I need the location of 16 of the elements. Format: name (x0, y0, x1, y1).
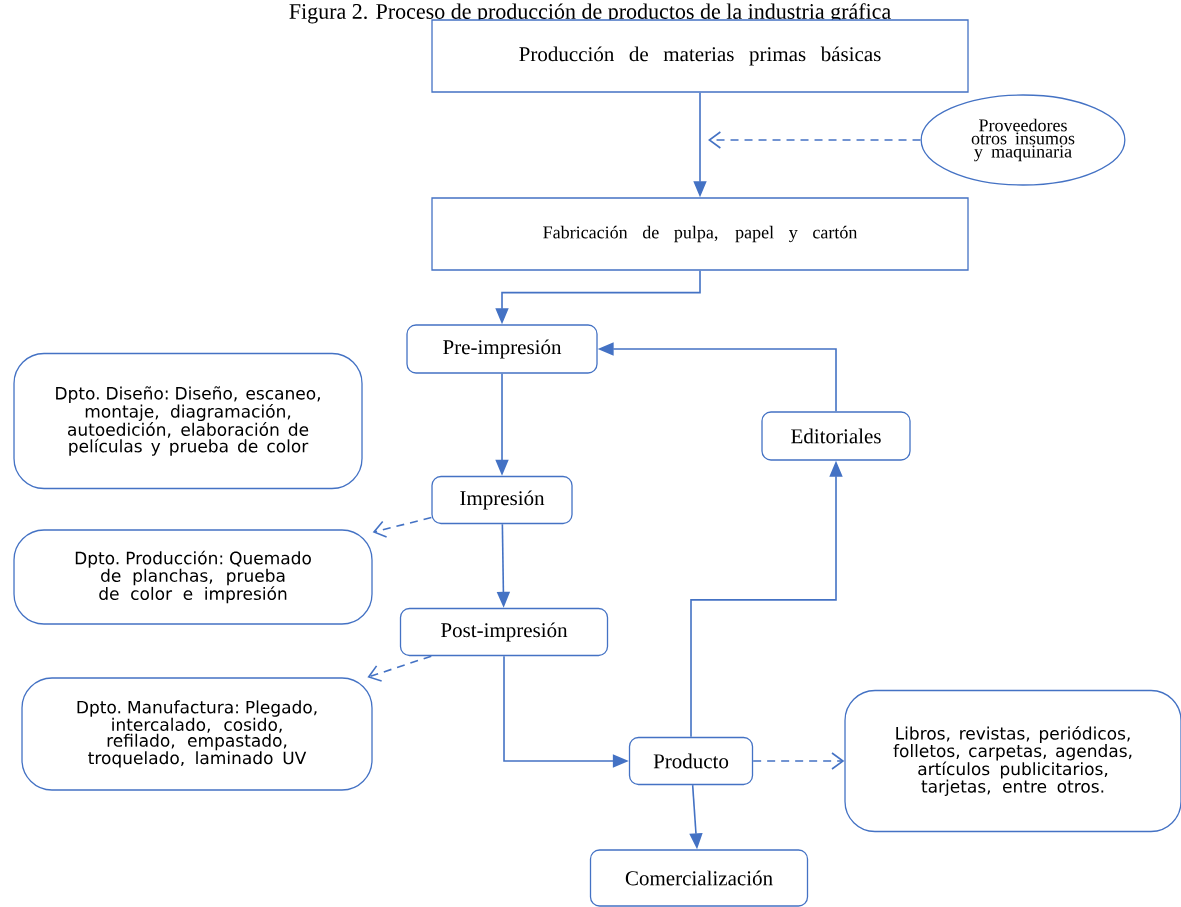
process-box: Impresión (431, 475, 573, 525)
arrow (372, 516, 433, 538)
arrow (367, 655, 433, 682)
description-box: Dpto. Diseño: Diseño, escaneo, montaje, diagramación, autoedición, elaboración de películas y prueba de color (13, 352, 363, 490)
description-box: Libros, revistas, periódicos, folletos, carpetas, agendas, artículos publicitarios, tarjetas, entre otros. (844, 689, 1181, 833)
process-box: Pre-impresión (406, 324, 598, 374)
process-box: Producto (628, 736, 754, 786)
process-box: Comercialización (589, 849, 809, 907)
description-box: Dpto. Manufactura: Plegado, intercalado, cosido, refilado, empastado, troquelado, laminado UV (21, 677, 373, 791)
arrow (708, 131, 922, 149)
process-box: Editoriales (761, 411, 911, 461)
description-box: Dpto. Producción: Quemado de planchas, prueba de color e impresión (13, 529, 373, 625)
process-box: Fabricación de pulpa, papel y cartón (431, 197, 969, 271)
process-box: Post-impresión (399, 607, 609, 657)
arrow (752, 752, 845, 770)
ellipse-node: Proveedores otros insumos y maquinaria (920, 94, 1126, 186)
